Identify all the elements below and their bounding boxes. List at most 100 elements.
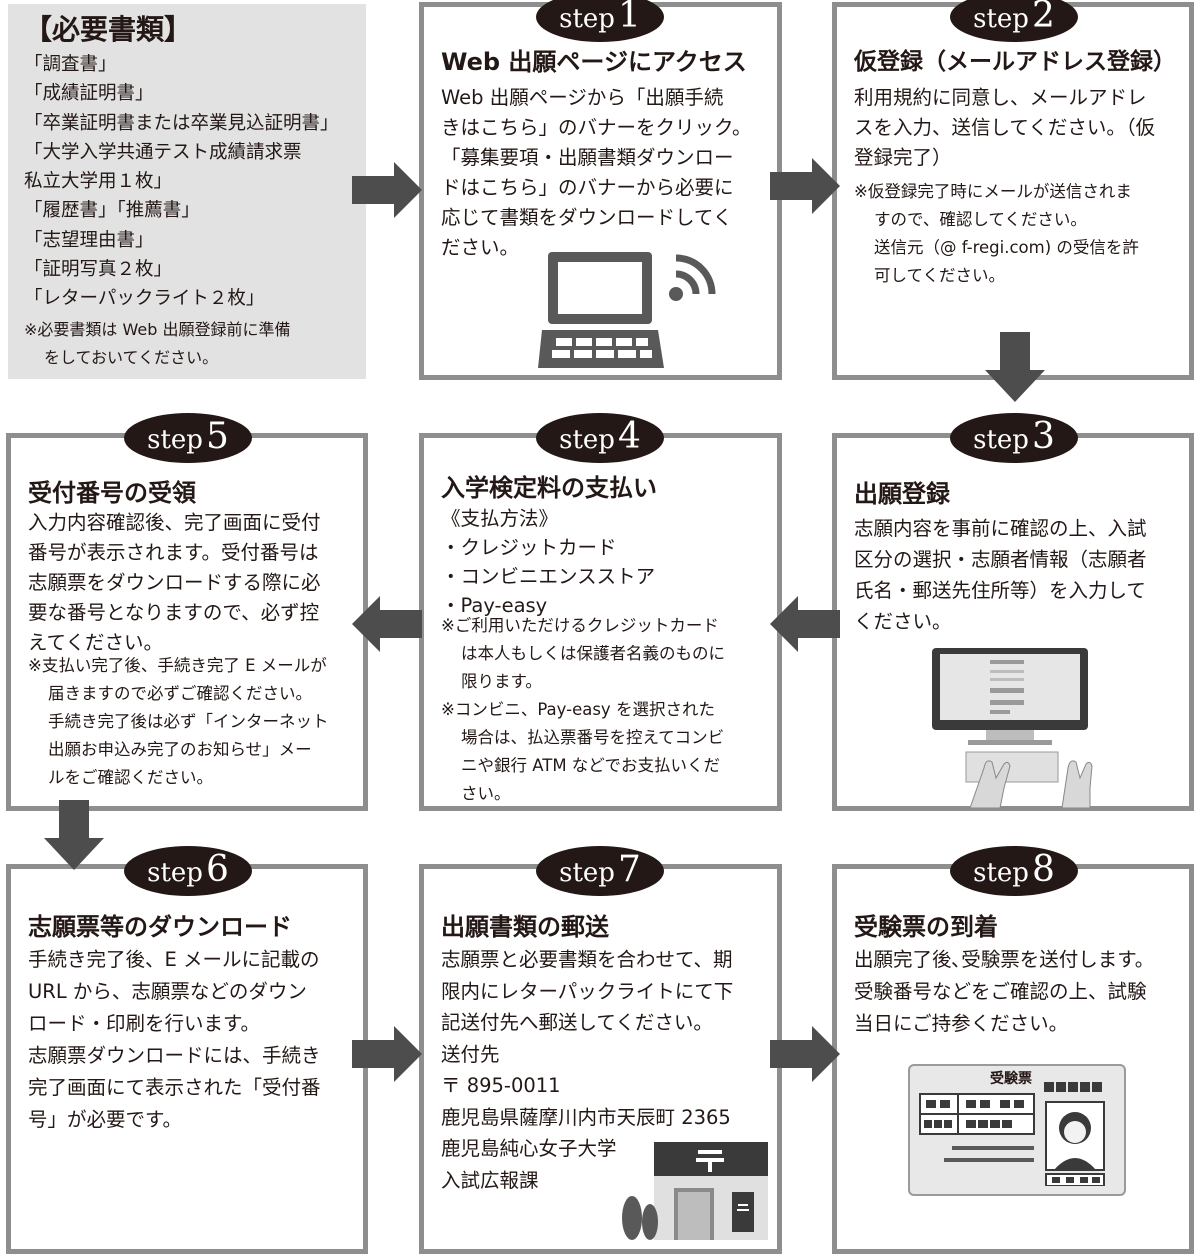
text-line: 志願票ダウンロードには、手続き (28, 1044, 321, 1067)
note-line: 送信元（@ f-regi.com) の受信を許 (874, 238, 1139, 257)
note-line: ※コンビニ、Pay-easy を選択された (441, 700, 715, 719)
note-line: は本人もしくは保護者名義のものに (461, 644, 725, 663)
step4-note: ※ご利用いただけるクレジットカードは本人もしくは保護者名義のものに限ります。 ※コ… (441, 612, 725, 808)
required-documents-list: 「調査書」「成績証明書」「卒業証明書または卒業見込証明書」「大学入学共通テスト成… (24, 50, 339, 314)
note-line: 届きますので必ずご確認ください。 (48, 684, 312, 703)
arrow-left-icon (770, 596, 840, 652)
required-document-item: 「卒業証明書または卒業見込証明書」 (24, 112, 339, 134)
arrow-down-icon (44, 800, 104, 870)
step6-badge: step6 (124, 846, 252, 896)
step1-body: Web 出願ページから「出願手続きはこちら」のバナーをクリック。「募集要項・出願… (441, 83, 751, 263)
step4-badge: step4 (536, 413, 664, 463)
note-line: 場合は、払込票番号を控えてコンビ (461, 728, 725, 747)
text-line: スを入力、送信してください。（仮 (854, 116, 1156, 139)
step6-title: 志願票等のダウンロード (28, 913, 292, 941)
note-line: ニや銀行 ATM などでお支払いくだ (461, 756, 720, 775)
text-line: 利用規約に同意し、メールアドレ (854, 86, 1147, 109)
note-line: ※ご利用いただけるクレジットカード (441, 616, 719, 635)
required-documents-note: ※必要書類は Web 出願登録前に準備 をしておいてください。 (24, 316, 290, 372)
post-office-icon (622, 1142, 768, 1240)
text-line: 受験番号などをご確認の上、試験 (854, 980, 1147, 1003)
step7-badge: step7 (536, 846, 664, 896)
text-line: ださい。 (441, 236, 520, 259)
text-line: 志願票と必要書類を合わせて、期 (441, 948, 733, 971)
required-document-item: 「調査書」 (24, 54, 117, 75)
step8-badge: step8 (950, 846, 1078, 896)
arrow-right-icon (770, 1026, 840, 1082)
arrow-right-icon (352, 1026, 422, 1082)
exam-ticket-card: 受験票 (908, 1064, 1126, 1196)
required-document-item: 「レターパックライト２枚」 (24, 288, 265, 310)
step8-body: 出願完了後､受験票を送付します。受験番号などをご確認の上、試験当日にご持参くださ… (854, 944, 1154, 1040)
step1-badge: step1 (536, 0, 664, 42)
text-line: 鹿児島純心女子大学 (441, 1137, 617, 1160)
text-line: 入試広報課 (441, 1168, 539, 1192)
required-document-item: 「志望理由書」 (24, 229, 154, 251)
text-line: 志願票をダウンロードする際に必 (28, 571, 321, 594)
step3-badge: step3 (950, 413, 1078, 463)
required-document-item: 「証明写真２枚」 (24, 259, 173, 281)
step2-note: ※仮登録完了時にメールが送信されますので、確認してください。送信元（@ f-re… (854, 178, 1139, 290)
text-line: 氏名・郵送先住所等）を入力して (854, 579, 1146, 602)
text-line: 志願内容を事前に確認の上、入試 (854, 517, 1147, 540)
text-line: 限内にレターパックライトにて下 (441, 979, 734, 1003)
text-line: 〒 895-0011 (441, 1074, 561, 1097)
text-line: 応じて書類をダウンロードしてく (441, 206, 733, 229)
arrow-down-icon (985, 332, 1045, 402)
note-line: をしておいてください。 (44, 348, 219, 367)
text-line: 出願完了後､受験票を送付します。 (854, 948, 1155, 971)
arrow-right-icon (770, 158, 840, 214)
text-line: きはこちら」のバナーをクリック。 (441, 116, 752, 139)
text-line: 区分の選択・志願者情報（志願者 (854, 548, 1147, 571)
text-line: ドはこちら」のバナーから必要に (441, 176, 734, 199)
note-line: すので、確認してください。 (874, 210, 1087, 229)
step4-title: 入学検定料の支払い (441, 474, 657, 502)
note-line: ルをご確認ください。 (48, 768, 213, 787)
step7-body: 志願票と必要書類を合わせて、期限内にレターパックライトにて下記送付先へ郵送してく… (441, 944, 733, 1196)
required-document-item: 「大学入学共通テスト成績請求票 (24, 141, 302, 163)
text-line: 入力内容確認後、完了画面に受付 (28, 511, 321, 534)
text-line: 「募集要項・出願書類ダウンロー (441, 146, 734, 169)
text-line: 記送付先へ郵送してください。 (441, 1011, 713, 1034)
step5-note: ※支払い完了後、手続き完了 E メールが届きますので必ずご確認ください。手続き完… (28, 652, 329, 792)
note-line: ※必要書類は Web 出願登録前に準備 (24, 320, 291, 339)
computer-keyboard-icon (932, 648, 1093, 808)
step2-title: 仮登録（メールアドレス登録） (854, 49, 1176, 75)
step7-title: 出願書類の郵送 (441, 913, 609, 941)
required-document-item: 私立大学用１枚」 (24, 171, 173, 193)
step3-body: 志願内容を事前に確認の上、入試区分の選択・志願者情報（志願者氏名・郵送先住所等）… (854, 513, 1147, 637)
step3-title: 出願登録 (854, 480, 950, 508)
text-line: 登録完了） (854, 146, 952, 169)
ticket-details-icon (919, 1082, 1105, 1186)
note-line: 限ります。 (461, 672, 542, 691)
note-line: さい。 (461, 784, 511, 803)
text-line: 完了画面にて表示された「受付番 (28, 1076, 321, 1099)
note-line: 出願お申込み完了のお知らせ」メー (48, 740, 312, 759)
arrow-left-icon (352, 596, 422, 652)
step5-badge: step5 (124, 413, 252, 463)
text-line: 鹿児島県薩摩川内市天辰町 2365 (441, 1105, 731, 1129)
text-line: 《支払方法》 (441, 507, 559, 530)
step2-box (832, 2, 1194, 380)
laptop-wifi-icon (538, 252, 716, 368)
text-line: 送付先 (441, 1042, 500, 1066)
note-line: ※仮登録完了時にメールが送信されま (854, 182, 1132, 201)
step1-title: Web 出願ページにアクセス (441, 48, 747, 76)
text-line: 号」が必要です。 (28, 1108, 183, 1131)
text-line: Web 出願ページから「出願手続 (441, 86, 724, 109)
text-line: 当日にご持参ください。 (854, 1012, 1069, 1035)
required-document-item: 「成績証明書」 (24, 83, 154, 105)
required-documents-heading: 【必要書類】 (24, 13, 193, 46)
ticket-label: 受験票 (990, 1071, 1032, 1087)
step5-body: 入力内容確認後、完了画面に受付番号が表示されます。受付番号は志願票をダウンロード… (28, 508, 321, 658)
note-line: ※支払い完了後、手続き完了 E メールが (28, 656, 327, 675)
arrow-right-icon (352, 162, 422, 218)
step8-title: 受験票の到着 (854, 913, 998, 941)
text-line: ・コンビニエンスストア (441, 565, 656, 588)
note-line: 手続き完了後は必ず「インターネット (48, 712, 329, 731)
text-line: 要な番号となりますので、必ず控 (28, 601, 320, 624)
step4-body: 《支払方法》・クレジットカード・コンビニエンスストア・Pay-easy (441, 504, 655, 620)
required-documents-panel: 【必要書類】 「調査書」「成績証明書」「卒業証明書または卒業見込証明書」「大学入… (8, 4, 366, 379)
required-document-item: 「履歴書」「推薦書」 (24, 200, 200, 222)
